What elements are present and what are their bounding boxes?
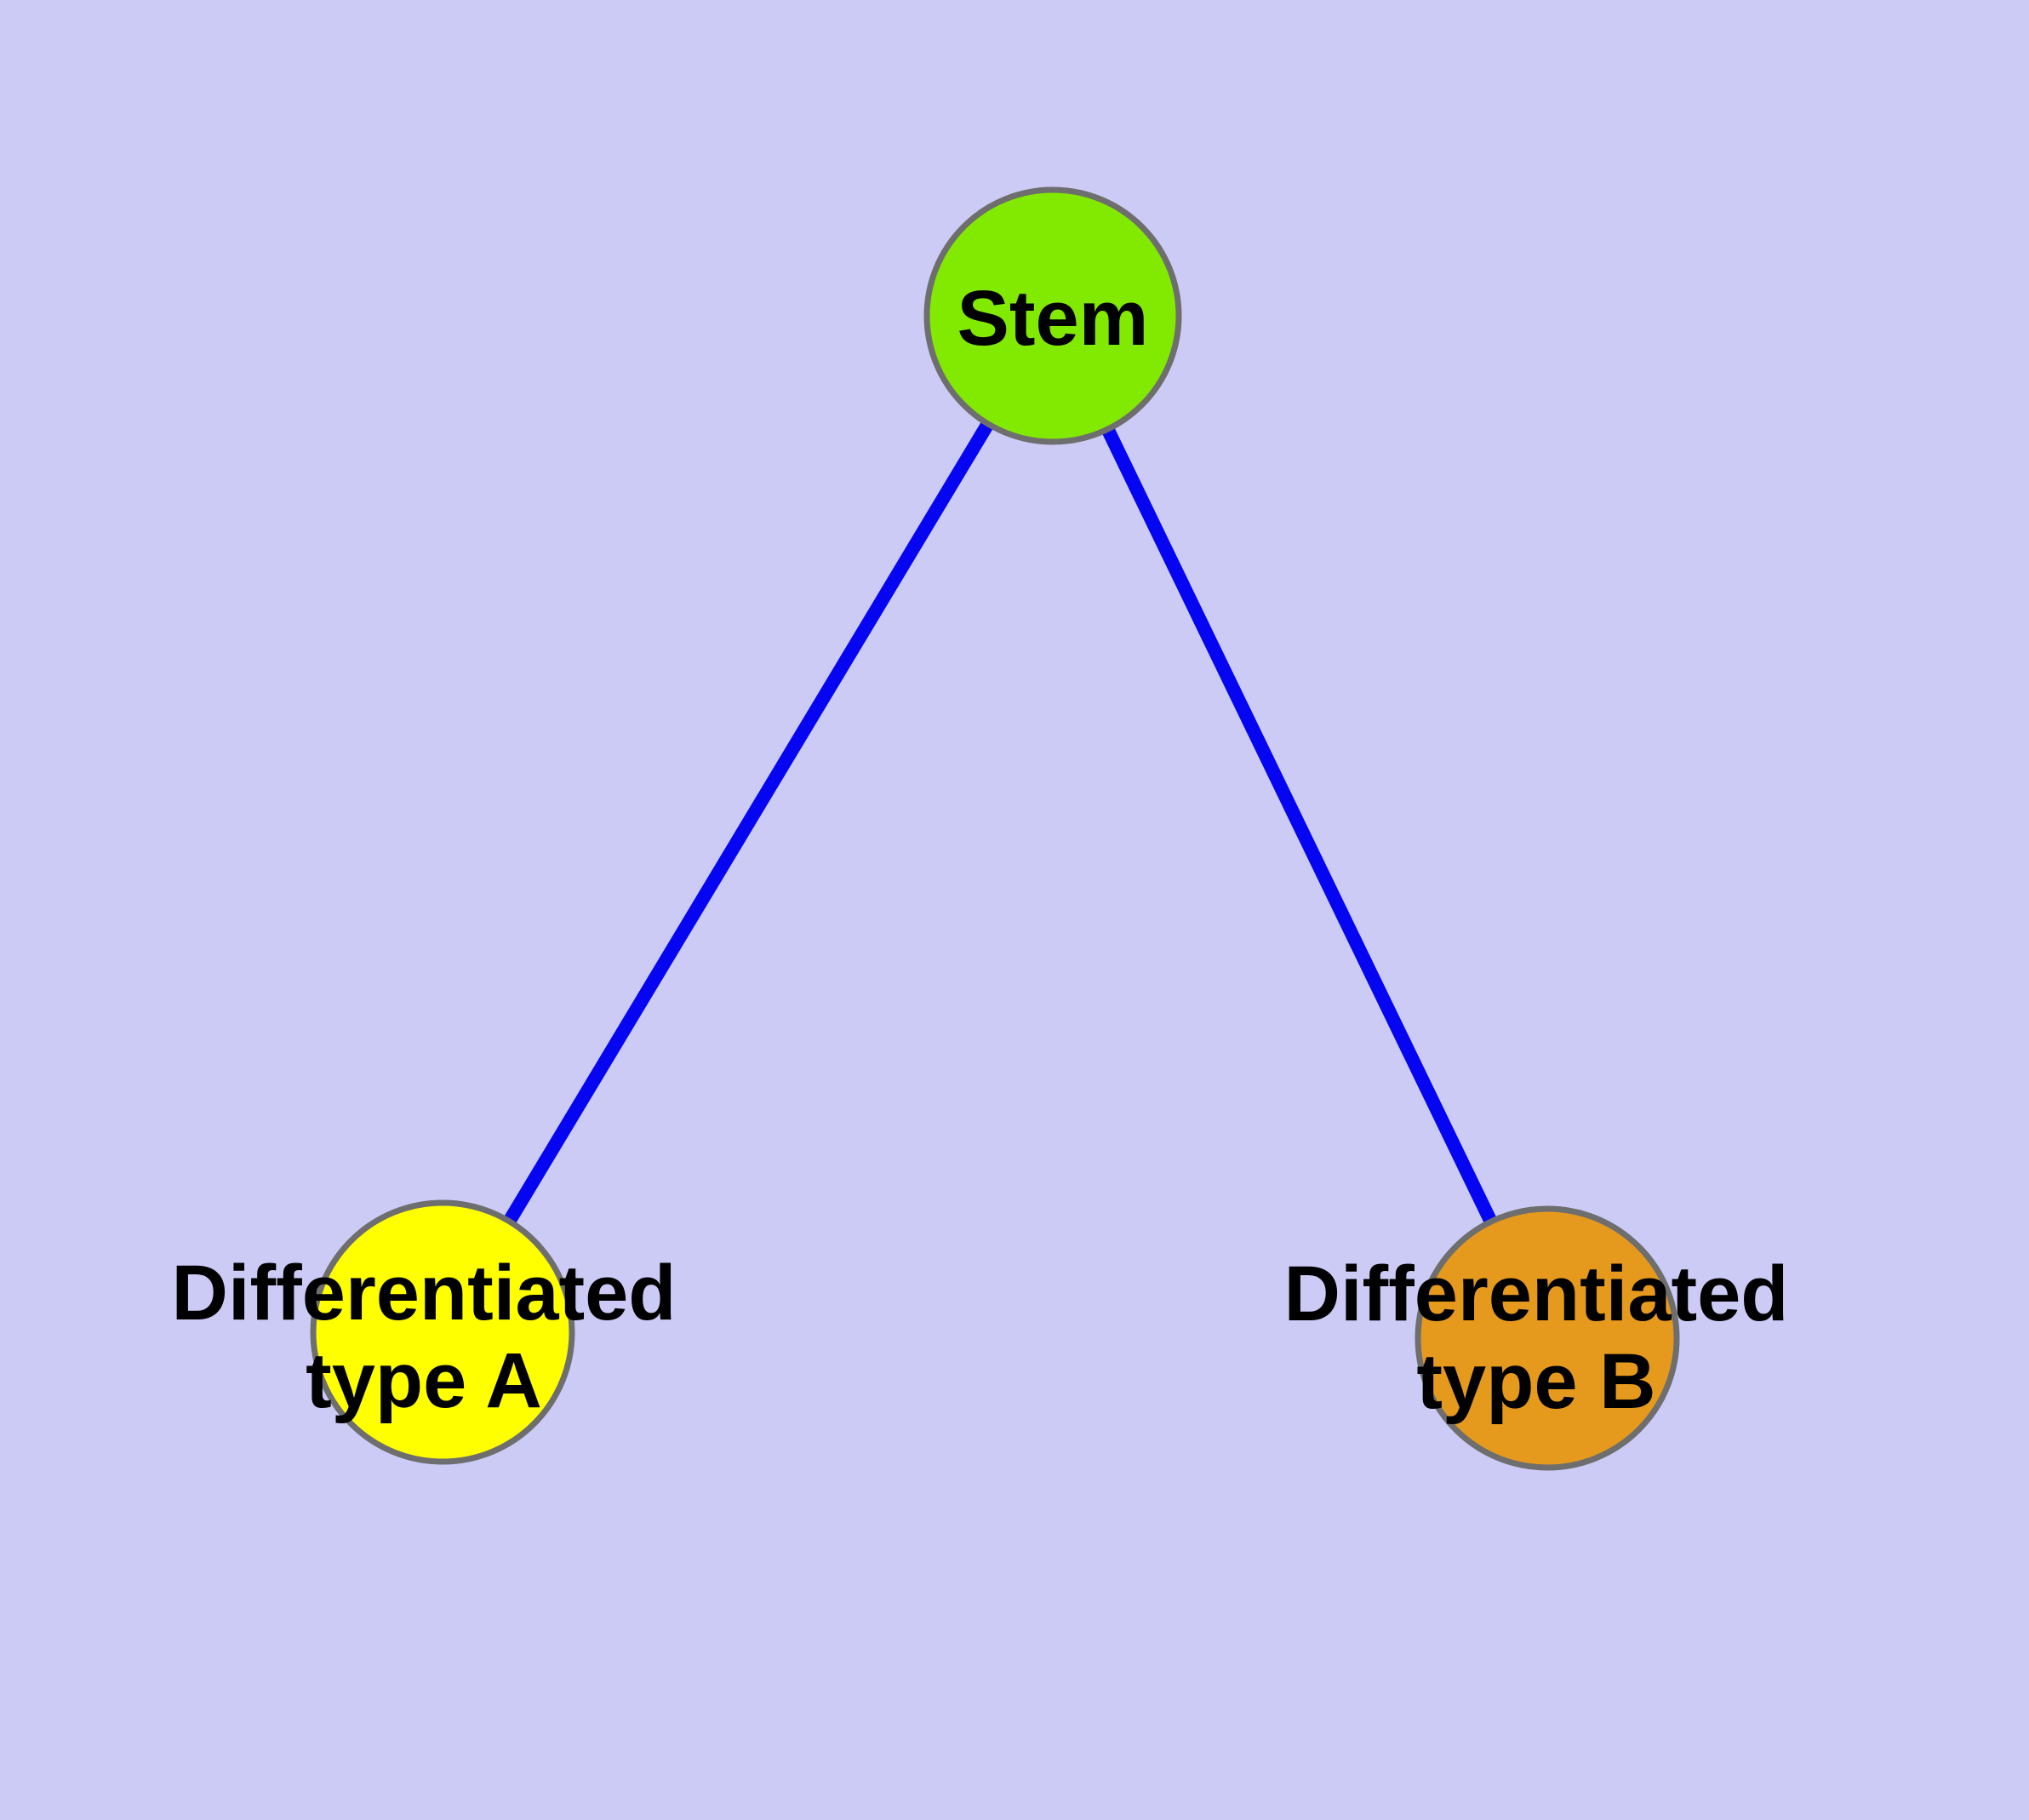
node-type-b [1415, 1205, 1680, 1471]
node-label-type-b-line1: Differentiated [1284, 1251, 1789, 1337]
edge-stem-to-type-b [1046, 312, 1554, 1342]
node-label-stem: Stem [957, 275, 1149, 362]
node-label-type-b-line2: type B [1416, 1338, 1655, 1425]
node-type-a [310, 1199, 575, 1465]
edge-stem-to-type-a [437, 312, 1059, 1336]
node-label-type-a-line1: Differentiated [172, 1250, 677, 1336]
node-stem [923, 186, 1182, 445]
node-label-type-a-line2: type A [306, 1337, 542, 1424]
